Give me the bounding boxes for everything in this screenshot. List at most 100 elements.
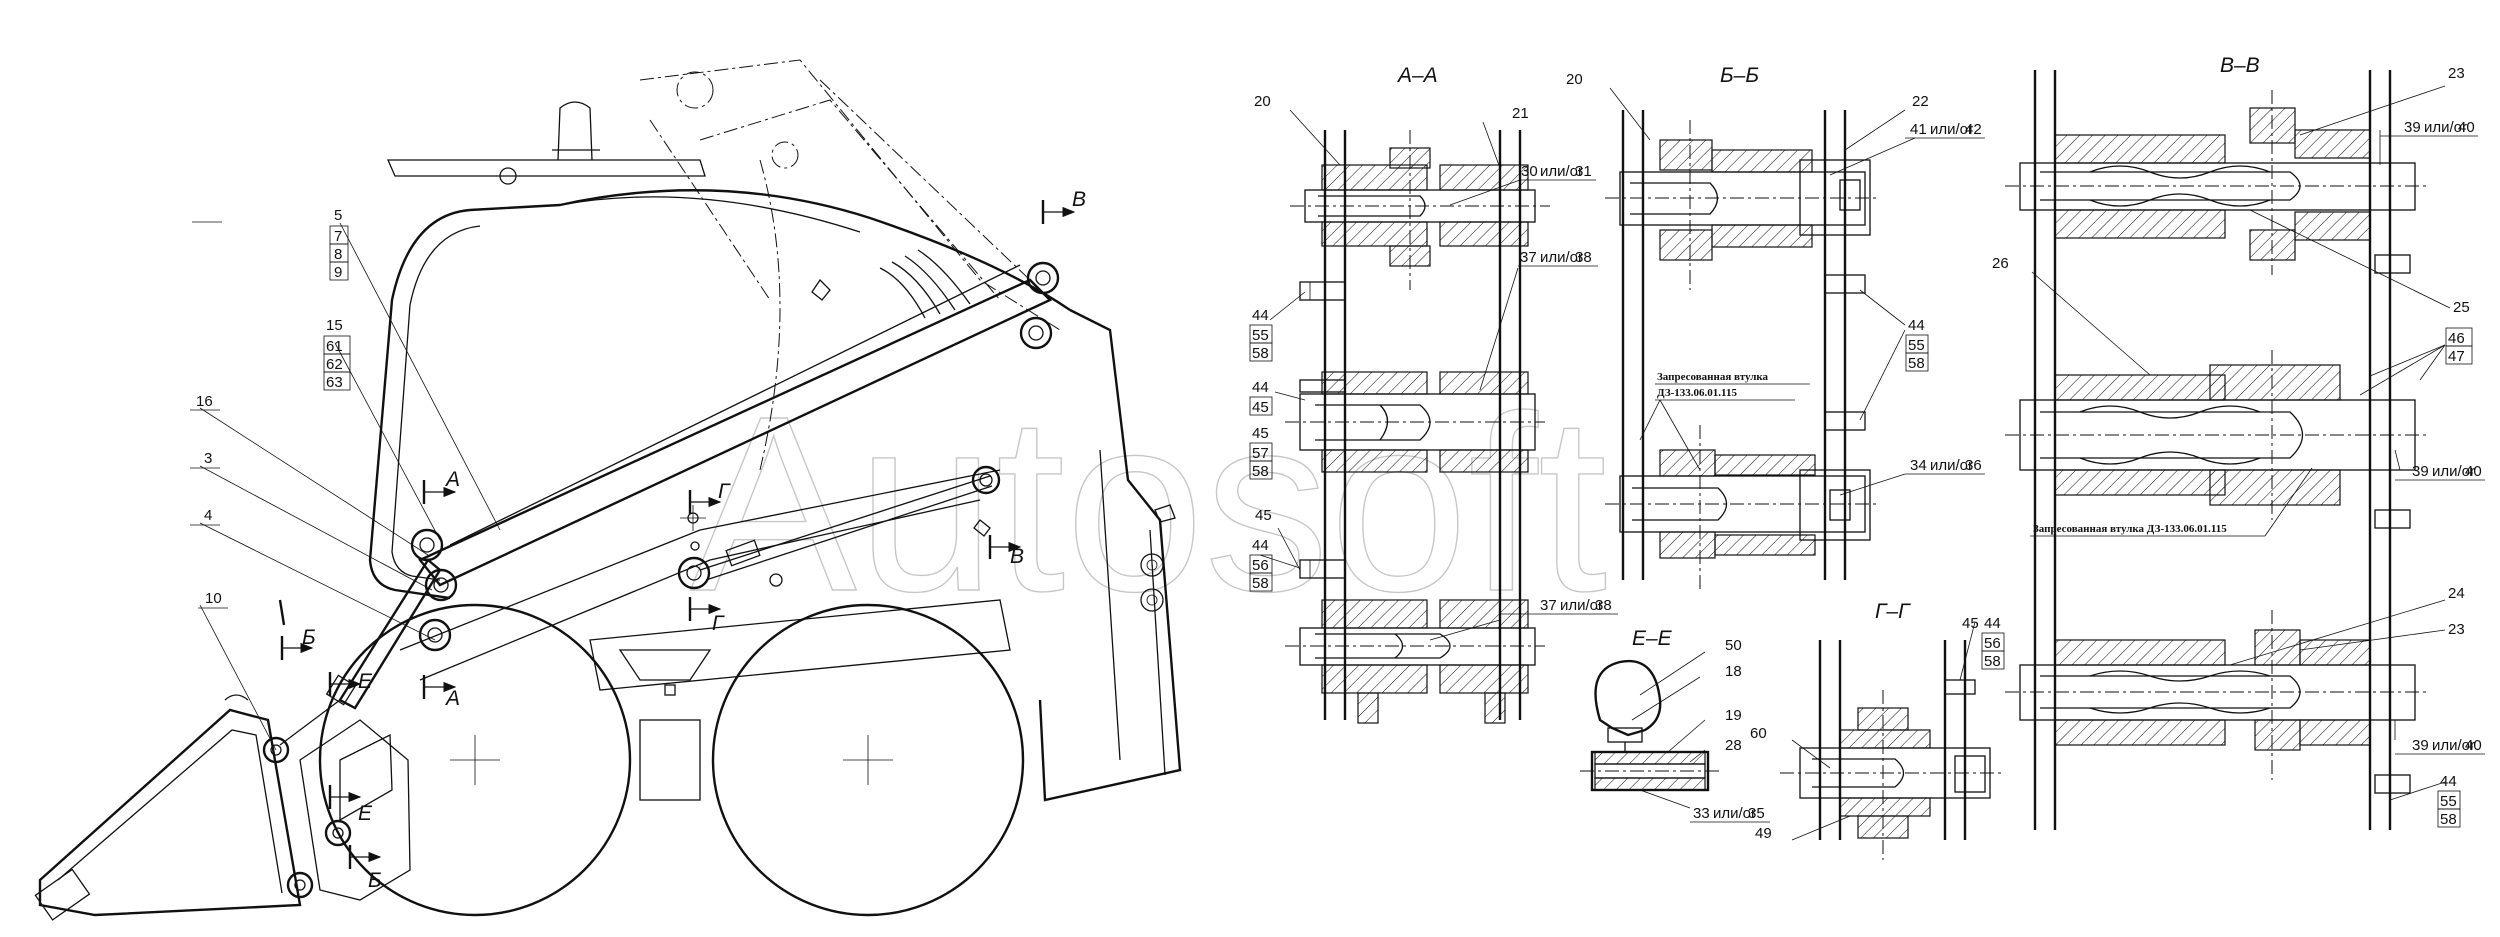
bb-g1-55: 55 [1908,337,1925,354]
aa-callout-30: 30 [1521,163,1538,180]
callout-15: 15 [326,317,343,334]
vv-callout-39b: 39 [2412,463,2429,480]
aa-g4-44: 44 [1252,537,1269,554]
vv-g1-44: 44 [2440,773,2457,790]
bb-callout-36: 36 [1965,457,1982,474]
callout-5: 5 [334,207,342,224]
vv-callout-39c-or: или/or [2432,737,2475,754]
aa-g2-58: 58 [1252,463,1269,480]
section-vv-title: В–В [2220,54,2260,77]
aa-callout-37-or: или/or [1540,249,1583,266]
bb-callout-34: 34 [1910,457,1927,474]
vv-callout-39c: 39 [2412,737,2429,754]
aa-g1-58: 58 [1252,345,1269,362]
cut-a-top: А [444,468,460,491]
vv-g1-55: 55 [2440,793,2457,810]
section-gg-title: Г–Г [1875,600,1911,623]
vv-callout-46: 46 [2448,330,2465,347]
aa-callout-38b: 38 [1595,597,1612,614]
bb-bushing-note-line1: Запресованная втулка [1657,371,1769,383]
ee-callout-33-or: или/or [1713,805,1756,822]
callout-9: 9 [334,264,342,281]
aa-g1-55: 55 [1252,327,1269,344]
section-ee-title: Е–Е [1632,627,1673,650]
bb-callout-41: 41 [1910,121,1927,138]
ee-callout-19: 19 [1725,707,1742,724]
bb-bushing-note-line2: ДЗ-133.06.01.115 [1657,387,1737,399]
cut-g-top: Г [718,480,731,503]
section-vv: В–В [1992,54,2485,830]
callout-3: 3 [204,450,212,467]
bb-callout-41-or: или/or [1930,121,1973,138]
ee-callout-35: 35 [1748,805,1765,822]
vv-callout-39a-or: или/or [2424,119,2467,136]
aa-g2-45: 45 [1252,399,1269,416]
cut-a-bot: А [444,687,460,710]
callout-8: 8 [334,246,342,263]
vv-callout-40a: 40 [2458,119,2475,136]
watermark: Autosoft [690,364,1607,643]
section-gg: Г–Г 60 49 45 44 56 58 [1750,600,2005,860]
aa-g2-57: 57 [1252,445,1269,462]
vv-bushing-note: Запресованная втулка ДЗ-133.06.01.115 [2033,523,2227,535]
bb-g1-58: 58 [1908,355,1925,372]
bb-callout-22: 22 [1912,93,1929,110]
cut-e-top: Е [358,670,373,693]
cut-g-bot: Г [712,612,725,635]
callout-16: 16 [196,393,213,410]
vv-callout-23b: 23 [2448,621,2465,638]
vv-callout-26: 26 [1992,255,2009,272]
cut-v-bot: В [1010,545,1024,568]
aa-g2-44: 44 [1252,379,1269,396]
section-aa-title: А–А [1396,64,1438,87]
aa-g4-58: 58 [1252,575,1269,592]
bb-callout-34-or: или/or [1930,457,1973,474]
bb-g1-44: 44 [1908,317,1925,334]
ee-callout-33: 33 [1693,805,1710,822]
aa-callout-38: 38 [1575,249,1592,266]
machine-leaders [190,221,501,751]
aa-callout-31: 31 [1575,163,1592,180]
section-bb: Б–Б 20 22 [1566,64,1985,590]
section-bb-title: Б–Б [1720,64,1759,87]
cut-v-top: В [1072,188,1086,211]
aa-callout-37: 37 [1520,249,1537,266]
callout-62: 62 [326,356,343,373]
vv-callout-23a: 23 [2448,65,2465,82]
callout-63: 63 [326,374,343,391]
aa-callout-30-or: или/or [1540,163,1583,180]
ee-callout-28: 28 [1725,737,1742,754]
gg-callout-56: 56 [1984,635,2001,652]
aa-callout-21: 21 [1512,105,1529,122]
callout-61: 61 [326,338,343,355]
aa-g4-56: 56 [1252,557,1269,574]
aa-callout-37b: 37 [1540,597,1557,614]
gg-callout-49: 49 [1755,825,1772,842]
vv-callout-40c: 40 [2465,737,2482,754]
section-aa: А–А [1249,64,1618,724]
section-ee: Е–Е 50 18 19 28 33 или/or 35 [1580,627,1770,823]
bb-callout-42: 42 [1965,121,1982,138]
vv-callout-39b-or: или/or [2432,463,2475,480]
cut-b-top: Б [302,626,316,649]
aa-g3-45: 45 [1255,507,1272,524]
aa-g1-44: 44 [1252,307,1269,324]
gg-callout-45: 45 [1962,615,1979,632]
aa-callout-20: 20 [1254,93,1271,110]
callout-4: 4 [204,507,212,524]
vv-callout-25: 25 [2453,299,2470,316]
gg-callout-58: 58 [1984,653,2001,670]
gg-callout-60: 60 [1750,725,1767,742]
vv-callout-24: 24 [2448,585,2465,602]
callout-10: 10 [205,590,222,607]
callout-7: 7 [334,228,342,245]
vv-callout-47: 47 [2448,348,2465,365]
ee-callout-18: 18 [1725,663,1742,680]
section-cut-marks: А А Б Б В В Г Г Е Е [278,188,1086,892]
bb-callout-20: 20 [1566,71,1583,88]
vv-g1-58: 58 [2440,811,2457,828]
vv-callout-40b: 40 [2465,463,2482,480]
cut-b-bot: Б [368,869,382,892]
